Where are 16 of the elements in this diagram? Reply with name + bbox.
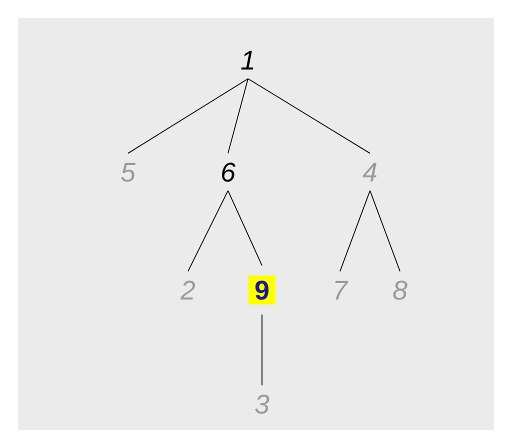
number-label: 5: [121, 162, 136, 182]
number-label: 1: [241, 50, 254, 70]
connector-line: [228, 78, 248, 154]
connector-line: [128, 78, 248, 154]
number-label: 4: [362, 162, 376, 182]
connector-line: [248, 78, 370, 154]
highlighted-number: 9: [248, 276, 276, 304]
number-label: 7: [335, 280, 348, 300]
number-label: 6: [222, 162, 236, 182]
number-label: 2: [180, 280, 196, 300]
connector-line: [228, 190, 262, 266]
connector-line: [370, 190, 400, 272]
connector-line: [188, 190, 228, 272]
number-label: 3: [255, 394, 270, 414]
connector-line: [340, 190, 370, 272]
number-label: 8: [393, 280, 408, 300]
